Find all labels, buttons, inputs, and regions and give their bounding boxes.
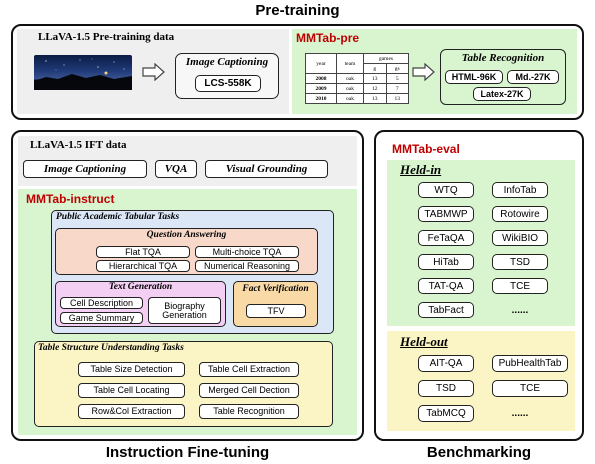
arrow-right-icon bbox=[412, 62, 436, 86]
tfv-tag: TFV bbox=[246, 304, 306, 318]
table-cell: oak bbox=[336, 73, 364, 84]
ift-section-title: Instruction Fine-tuning bbox=[105, 444, 270, 461]
table-cell-extraction-tag: Table Cell Extraction bbox=[199, 362, 299, 377]
tsu-title: Table Structure Understanding Tasks bbox=[38, 343, 184, 353]
held-in-more: ...... bbox=[511, 304, 529, 316]
held-in-rotowire: Rotowire bbox=[492, 206, 548, 222]
llava-task-image-captioning: Image Captioning bbox=[23, 160, 147, 178]
row-col-extraction-tag: Row&Col Extraction bbox=[78, 404, 185, 419]
table-cell: 7 bbox=[385, 83, 409, 94]
held-in-tabfact: TabFact bbox=[418, 302, 474, 318]
latex-27k-tag: Latex-27K bbox=[473, 87, 531, 101]
held-out-tce: TCE bbox=[492, 380, 568, 397]
question-answering-title: Question Answering bbox=[146, 230, 227, 240]
llava-task-vqa: VQA bbox=[155, 160, 197, 178]
held-out-title: Held-out bbox=[400, 334, 448, 349]
mmtab-eval-title: MMTab-eval bbox=[392, 142, 460, 156]
mmtab-pre-title: MMTab-pre bbox=[296, 31, 360, 45]
text-generation-title: Text Generation bbox=[108, 282, 173, 292]
public-academic-title: Public Academic Tabular Tasks bbox=[56, 212, 180, 222]
table-header-g: g bbox=[363, 63, 387, 74]
held-in-tabmwp: TABMWP bbox=[418, 206, 474, 222]
held-out-tabmcq: TabMCQ bbox=[418, 405, 474, 422]
arrow-right-icon bbox=[142, 62, 166, 86]
llava-ift-title: LLaVA-1.5 IFT data bbox=[30, 139, 127, 151]
held-out-tsd: TSD bbox=[418, 380, 474, 397]
night-sky-image bbox=[34, 55, 132, 90]
table-cell: 13 bbox=[363, 93, 387, 104]
table-cell: 13 bbox=[385, 93, 409, 104]
table-cell: oak bbox=[336, 93, 364, 104]
merged-cell-detection-tag: Merged Cell Dection bbox=[199, 383, 299, 398]
table-header-gs: gs bbox=[385, 63, 409, 74]
held-out-ait-qa: AIT-QA bbox=[418, 355, 474, 372]
numerical-reasoning-tag: Numerical Reasoning bbox=[195, 260, 299, 272]
fact-verification-title: Fact Verification bbox=[242, 284, 309, 294]
multi-choice-tqa-tag: Multi-choice TQA bbox=[195, 246, 299, 258]
table-cell: 12 bbox=[363, 83, 387, 94]
table-header-year: year bbox=[305, 53, 337, 74]
table-cell: 2009 bbox=[305, 83, 337, 94]
flat-tqa-tag: Flat TQA bbox=[96, 246, 190, 258]
held-in-wikibio: WikiBIO bbox=[492, 230, 548, 246]
pretraining-section-title: Pre-training bbox=[255, 2, 340, 19]
table-cell: 2010 bbox=[305, 93, 337, 104]
lcs-558k-tag: LCS-558K bbox=[195, 75, 261, 92]
held-in-hitab: HiTab bbox=[418, 254, 474, 270]
held-in-tsd: TSD bbox=[492, 254, 548, 270]
held-out-more: ...... bbox=[511, 408, 529, 419]
image-captioning-label: Image Captioning bbox=[185, 56, 269, 68]
table-cell-locating-tag: Table Cell Locating bbox=[78, 383, 185, 398]
biography-generation-tag: Biography Generation bbox=[148, 297, 221, 324]
held-in-tat-qa: TAT-QA bbox=[418, 278, 474, 294]
game-summary-tag: Game Summary bbox=[60, 312, 143, 324]
md-27k-tag: Md.-27K bbox=[507, 70, 559, 84]
table-size-detection-tag: Table Size Detection bbox=[78, 362, 185, 377]
held-in-wtq: WTQ bbox=[418, 182, 474, 198]
sample-table: year team games g gs 2008 oak 13 5 2009 … bbox=[305, 53, 409, 104]
held-in-title: Held-in bbox=[400, 162, 442, 177]
held-out-pubhealthtab: PubHealthTab bbox=[492, 355, 568, 372]
table-cell: 5 bbox=[385, 73, 409, 84]
mmtab-instruct-title: MMTab-instruct bbox=[26, 192, 115, 206]
hierarchical-tqa-tag: Hierarchical TQA bbox=[96, 260, 190, 272]
html-96k-tag: HTML-96K bbox=[445, 70, 503, 84]
llava-pretraining-title: LLaVA-1.5 Pre-training data bbox=[38, 31, 175, 43]
llava-task-visual-grounding: Visual Grounding bbox=[205, 160, 328, 178]
table-cell: 2008 bbox=[305, 73, 337, 84]
table-recognition-title: Table Recognition bbox=[461, 52, 545, 64]
table-header-team: team bbox=[336, 53, 364, 74]
held-in-fetaqa: FeTaQA bbox=[418, 230, 474, 246]
held-in-tce: TCE bbox=[492, 278, 548, 294]
table-recognition-task-tag: Table Recognition bbox=[199, 404, 299, 419]
table-header-games: games bbox=[363, 53, 409, 64]
held-in-infotab: InfoTab bbox=[492, 182, 548, 198]
cell-description-tag: Cell Description bbox=[60, 297, 143, 309]
table-cell: oak bbox=[336, 83, 364, 94]
benchmarking-section-title: Benchmarking bbox=[426, 444, 532, 461]
table-cell: 13 bbox=[363, 73, 387, 84]
